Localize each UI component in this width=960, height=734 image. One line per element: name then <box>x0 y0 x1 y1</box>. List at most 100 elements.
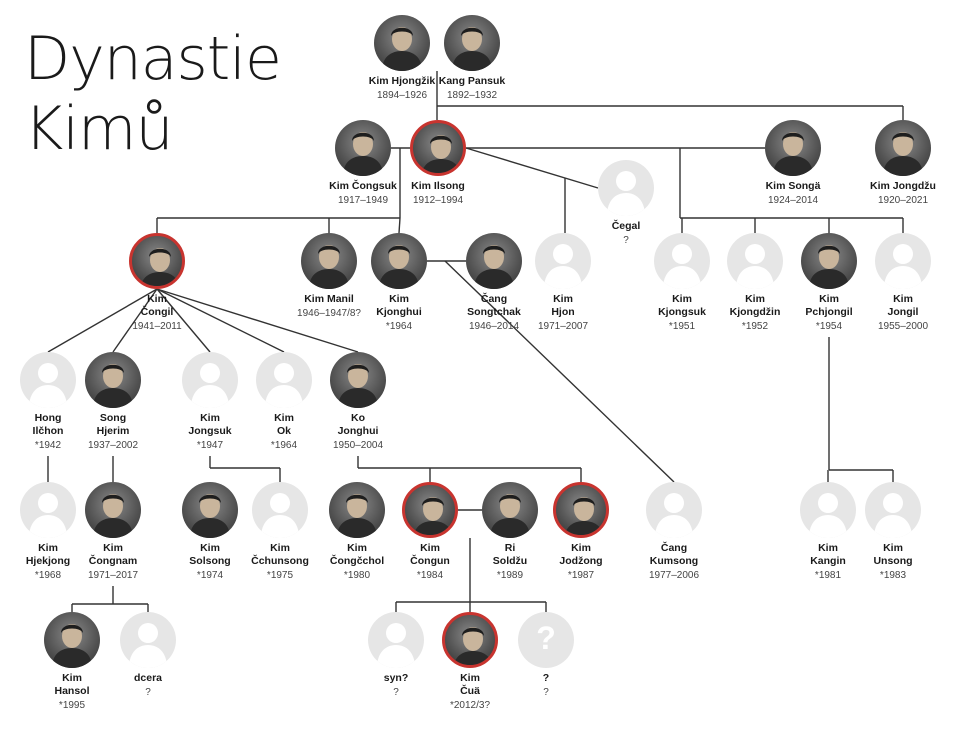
question-mark-glyph: ? <box>536 620 556 656</box>
person-name-line: Kim <box>883 542 903 554</box>
person-years: 1971–2007 <box>537 321 589 332</box>
person-name: Kim Manil <box>274 293 384 306</box>
portrait-photo-icon <box>374 15 430 71</box>
portrait-shape <box>140 248 180 286</box>
portrait-photo-icon <box>444 15 500 71</box>
person-name-line: Čang <box>480 293 508 305</box>
silhouette-shape <box>663 244 701 289</box>
person-silhouette-icon <box>182 352 238 408</box>
question-mark-icon: ? <box>518 612 574 668</box>
portrait-shape <box>809 245 849 289</box>
person-name-line: Jonghui <box>337 425 379 437</box>
person-syn: syn?? <box>341 612 451 699</box>
portrait-shape <box>490 494 530 538</box>
person-name-line: Jongsuk <box>188 425 232 437</box>
person-unknown: ??? <box>491 612 601 699</box>
silhouette-shape <box>544 244 582 289</box>
portrait-shape <box>52 624 92 668</box>
person-years: *1964 <box>385 321 413 332</box>
portrait-photo-icon <box>442 612 498 668</box>
person-name-line: Kim <box>745 293 765 305</box>
person-years: 1955–2000 <box>877 321 929 332</box>
portrait-shape <box>883 132 923 176</box>
portrait-photo-icon <box>410 120 466 176</box>
person-name-line: Kim <box>62 672 82 684</box>
person-name: syn? <box>341 672 451 685</box>
person-silhouette-icon <box>865 482 921 538</box>
connector-line-23 <box>112 288 158 353</box>
person-silhouette-icon <box>252 482 308 538</box>
person-years: 1941–2011 <box>132 321 182 332</box>
person-name-line: ? <box>542 672 550 684</box>
portrait-photo-icon <box>330 352 386 408</box>
connector-line-25 <box>156 288 285 353</box>
person-name-line: dcera <box>133 672 163 684</box>
person-years: *1951 <box>668 321 696 332</box>
person-years: ? <box>145 687 151 698</box>
person-years: 1920–2021 <box>877 195 929 206</box>
person-name-line: Kangin <box>810 555 846 567</box>
person-silhouette-icon <box>120 612 176 668</box>
portrait-shape <box>773 132 813 176</box>
portrait-shape <box>421 135 461 173</box>
person-dcera: dcera? <box>93 612 203 699</box>
person-name-line: Čegal <box>611 220 641 232</box>
person-name-line: Kim <box>571 542 591 554</box>
person-name: Kim Čongsuk <box>308 180 418 193</box>
person-years: *1987 <box>567 570 595 581</box>
portrait-photo-icon <box>553 482 609 538</box>
person-silhouette-icon <box>256 352 312 408</box>
person-years: *1968 <box>34 570 62 581</box>
portrait-shape <box>93 494 133 538</box>
person-name-line: Kim <box>38 542 58 554</box>
person-name-line: Solsong <box>189 555 231 567</box>
portrait-shape <box>309 245 349 289</box>
person-name-line: Kim <box>420 542 440 554</box>
person-years: *1964 <box>270 440 298 451</box>
person-name-line: Kim <box>672 293 692 305</box>
person-name: Kim Hjongžik <box>347 75 457 88</box>
silhouette-shape <box>607 171 645 216</box>
person-name-line: Kjongsuk <box>658 306 706 318</box>
person-name-line: Kim Čongsuk <box>329 180 397 192</box>
title-line-2: Kimů <box>24 94 173 164</box>
portrait-shape <box>190 494 230 538</box>
silhouette-shape <box>736 244 774 289</box>
person-years: *1974 <box>196 570 224 581</box>
person-years: *1954 <box>815 321 843 332</box>
person-years: 1912–1994 <box>412 195 464 206</box>
portrait-shape <box>337 494 377 538</box>
person-name-line: Jodžong <box>559 555 603 567</box>
portrait-shape <box>413 497 453 535</box>
person-name-line: Kumsong <box>649 555 699 567</box>
portrait-shape <box>564 497 604 535</box>
person-name: Kang Pansuk <box>417 75 527 88</box>
connector-line-22 <box>47 288 158 353</box>
portrait-photo-icon <box>301 233 357 289</box>
portrait-shape <box>452 27 492 71</box>
person-name-line: Kim <box>553 293 573 305</box>
person-silhouette-icon <box>875 233 931 289</box>
